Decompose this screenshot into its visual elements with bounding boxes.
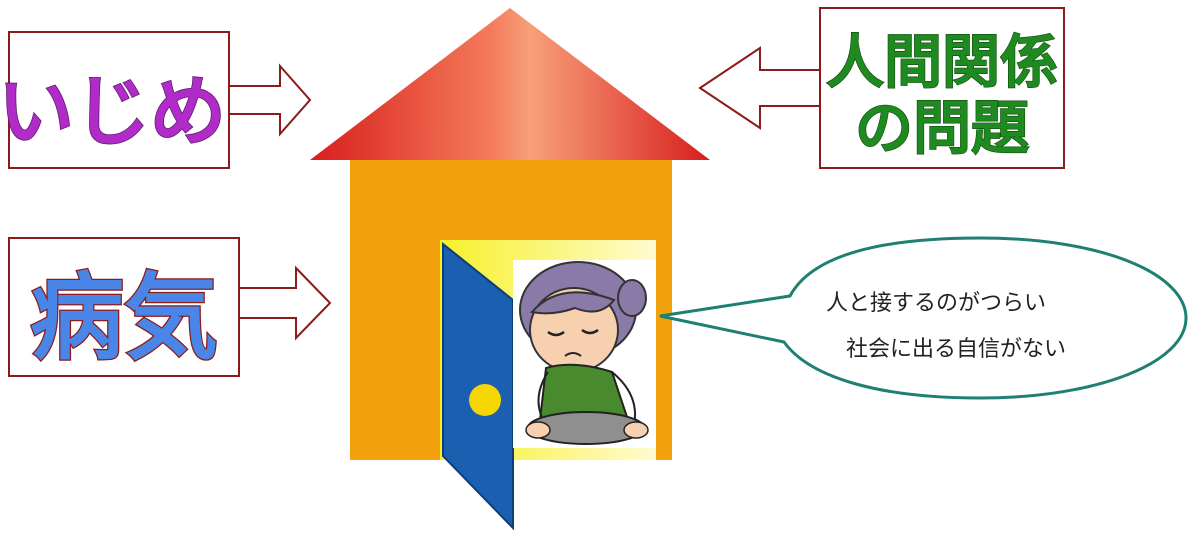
- illness-arrow: [238, 265, 332, 341]
- bullying-label: いじめ: [0, 67, 226, 156]
- bullying-arrow: [228, 63, 312, 137]
- speech-line-1: 人と接するのがつらい: [826, 291, 1046, 316]
- illness-label: 病気: [30, 264, 218, 373]
- relationships-box: 人間関係 の問題: [819, 7, 1065, 169]
- illness-box: 病気: [8, 237, 240, 377]
- sad-person-illustration: [513, 260, 656, 448]
- relationships-label-line2: の問題: [855, 94, 1029, 162]
- relationships-arrow: [698, 46, 821, 130]
- speech-line-2: 社会に出る自信がない: [846, 337, 1066, 362]
- relationships-label-line1: 人間関係: [826, 28, 1058, 96]
- speech-bubble: 人と接するのがつらい 社会に出る自信がない: [659, 236, 1188, 400]
- door-knob: [469, 384, 501, 416]
- speech-bubble-shape: [659, 236, 1188, 400]
- bullying-box: いじめ: [0, 31, 230, 169]
- house-roof: [310, 8, 710, 160]
